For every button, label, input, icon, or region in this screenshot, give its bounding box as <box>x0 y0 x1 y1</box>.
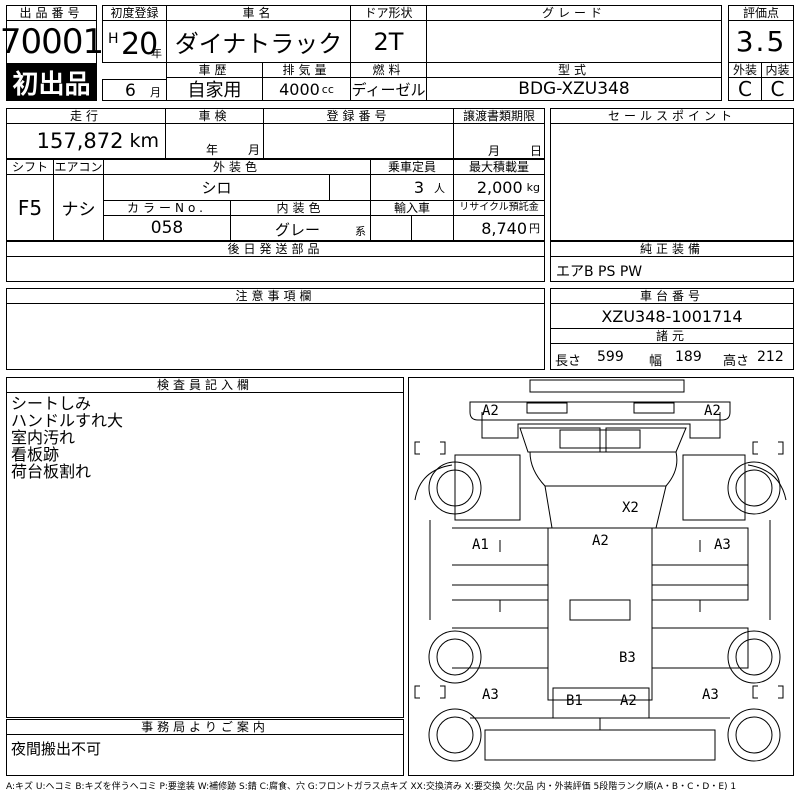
fuel-label: 燃料 <box>350 62 427 78</box>
damage-mark: A3 <box>702 687 719 703</box>
genuine-equipment-label: 純正装備 <box>550 241 794 257</box>
damage-mark: B1 <box>566 693 583 709</box>
door-type-label: ドア形状 <box>350 5 427 21</box>
model-code-label: 型式 <box>426 62 722 78</box>
capacity-label: 乗車定員 <box>370 159 454 175</box>
lot-number-label: 出品番号 <box>6 5 97 21</box>
later-parts-label: 後日発送部品 <box>6 241 545 257</box>
lot-number-cell: 70001 <box>0 20 104 64</box>
caution-label: 注意事項欄 <box>6 288 545 304</box>
specs-label: 諸元 <box>550 328 794 344</box>
chassis-number-label: 車台番号 <box>550 288 794 304</box>
color-number-label: カラーNo. <box>103 200 231 216</box>
shift: F5 <box>6 174 54 241</box>
sales-points <box>550 123 794 241</box>
exterior-color-extra <box>329 174 371 201</box>
damage-mark: A3 <box>482 687 499 703</box>
later-parts <box>6 256 545 282</box>
damage-mark: A1 <box>472 537 489 553</box>
lot-number: 70001 <box>0 22 104 62</box>
first-registration-year: H 20 年 <box>102 20 167 63</box>
chassis-number: XZU348-1001714 <box>550 303 794 329</box>
import-car <box>370 215 412 241</box>
damage-mark: B3 <box>619 650 636 666</box>
damage-mark: A2 <box>704 403 721 419</box>
damage-mark: A2 <box>620 693 637 709</box>
office-notice-label: 事務局よりご案内 <box>6 719 404 735</box>
score: 3.5 <box>728 20 794 63</box>
interior-color-label: 内装色 <box>230 200 371 216</box>
displacement-label: 排気量 <box>262 62 351 78</box>
inspector-note: 荷台板割れ <box>11 462 92 481</box>
damage-mark: A3 <box>714 537 731 553</box>
genuine-equipment: エアB PS PW <box>550 256 794 282</box>
inspector-note: 室内汚れ <box>11 428 76 447</box>
import-car-label: 輸入車 <box>370 200 454 216</box>
max-load-label: 最大積載量 <box>453 159 545 175</box>
grade-label: グレード <box>426 5 722 21</box>
damage-mark: X2 <box>622 500 639 516</box>
transfer-deadline: 月 日 <box>453 123 545 159</box>
sales-points-label: セールスポイント <box>550 108 794 124</box>
first-registration-month: 6 月 <box>102 79 167 101</box>
import-car-extra <box>411 215 454 241</box>
recycle-deposit-label: リサイクル預託金 <box>453 200 545 216</box>
specs: 長さ 599 幅 189 高さ 212 <box>550 343 794 370</box>
score-label: 評価点 <box>728 5 794 21</box>
color-number: 058 <box>103 215 231 241</box>
door-type: 2T <box>350 20 427 63</box>
inspector-note: シートしみ <box>11 394 92 413</box>
inspector-note: 看板跡 <box>11 445 60 464</box>
damage-mark: A2 <box>592 533 609 549</box>
aircon-label: エアコン <box>53 159 104 175</box>
registration-number-label: 登録番号 <box>263 108 454 124</box>
inspector-notes-label: 検査員記入欄 <box>6 377 404 393</box>
exterior-color: シロ <box>103 174 330 201</box>
exterior-grade: C <box>728 77 762 101</box>
history-label: 車歴 <box>166 62 263 78</box>
fuel: ディーゼル <box>350 77 427 101</box>
inspector-notes: シートしみ ハンドルすれ大 室内汚れ 看板跡 荷台板割れ <box>6 392 404 718</box>
truck-outline-diagram <box>414 379 787 762</box>
exterior-color-label: 外装色 <box>103 159 371 175</box>
first-registration-label: 初度登録 <box>102 5 167 21</box>
grade <box>426 20 722 63</box>
office-notice: 夜間搬出不可 <box>6 734 404 776</box>
interior-color: グレー 系 <box>230 215 371 241</box>
car-name: ダイナトラック <box>166 20 351 63</box>
shift-label: シフト <box>6 159 54 175</box>
damage-legend: A:キズ U:ヘコミ B:キズを伴うヘコミ P:要塗装 W:補修跡 S:錆 C:… <box>6 782 737 792</box>
caution-notes <box>6 303 545 370</box>
inspection-date: 年 月 <box>165 123 264 159</box>
registration-number <box>263 123 454 159</box>
model-code: BDG-XZU348 <box>426 77 722 101</box>
interior-grade-label: 内装 <box>761 62 794 78</box>
damage-mark: A2 <box>482 403 499 419</box>
aircon: ナシ <box>53 174 104 241</box>
interior-grade: C <box>761 77 794 101</box>
inspector-note: ハンドルすれ大 <box>11 411 124 430</box>
history: 自家用 <box>166 77 263 101</box>
transfer-deadline-label: 譲渡書類期限 <box>453 108 545 124</box>
exterior-grade-label: 外装 <box>728 62 762 78</box>
inspection-label: 車検 <box>165 108 264 124</box>
first-listing-badge: 初出品 <box>6 63 97 101</box>
mileage-label: 走行 <box>6 108 166 124</box>
car-name-label: 車名 <box>166 5 351 21</box>
